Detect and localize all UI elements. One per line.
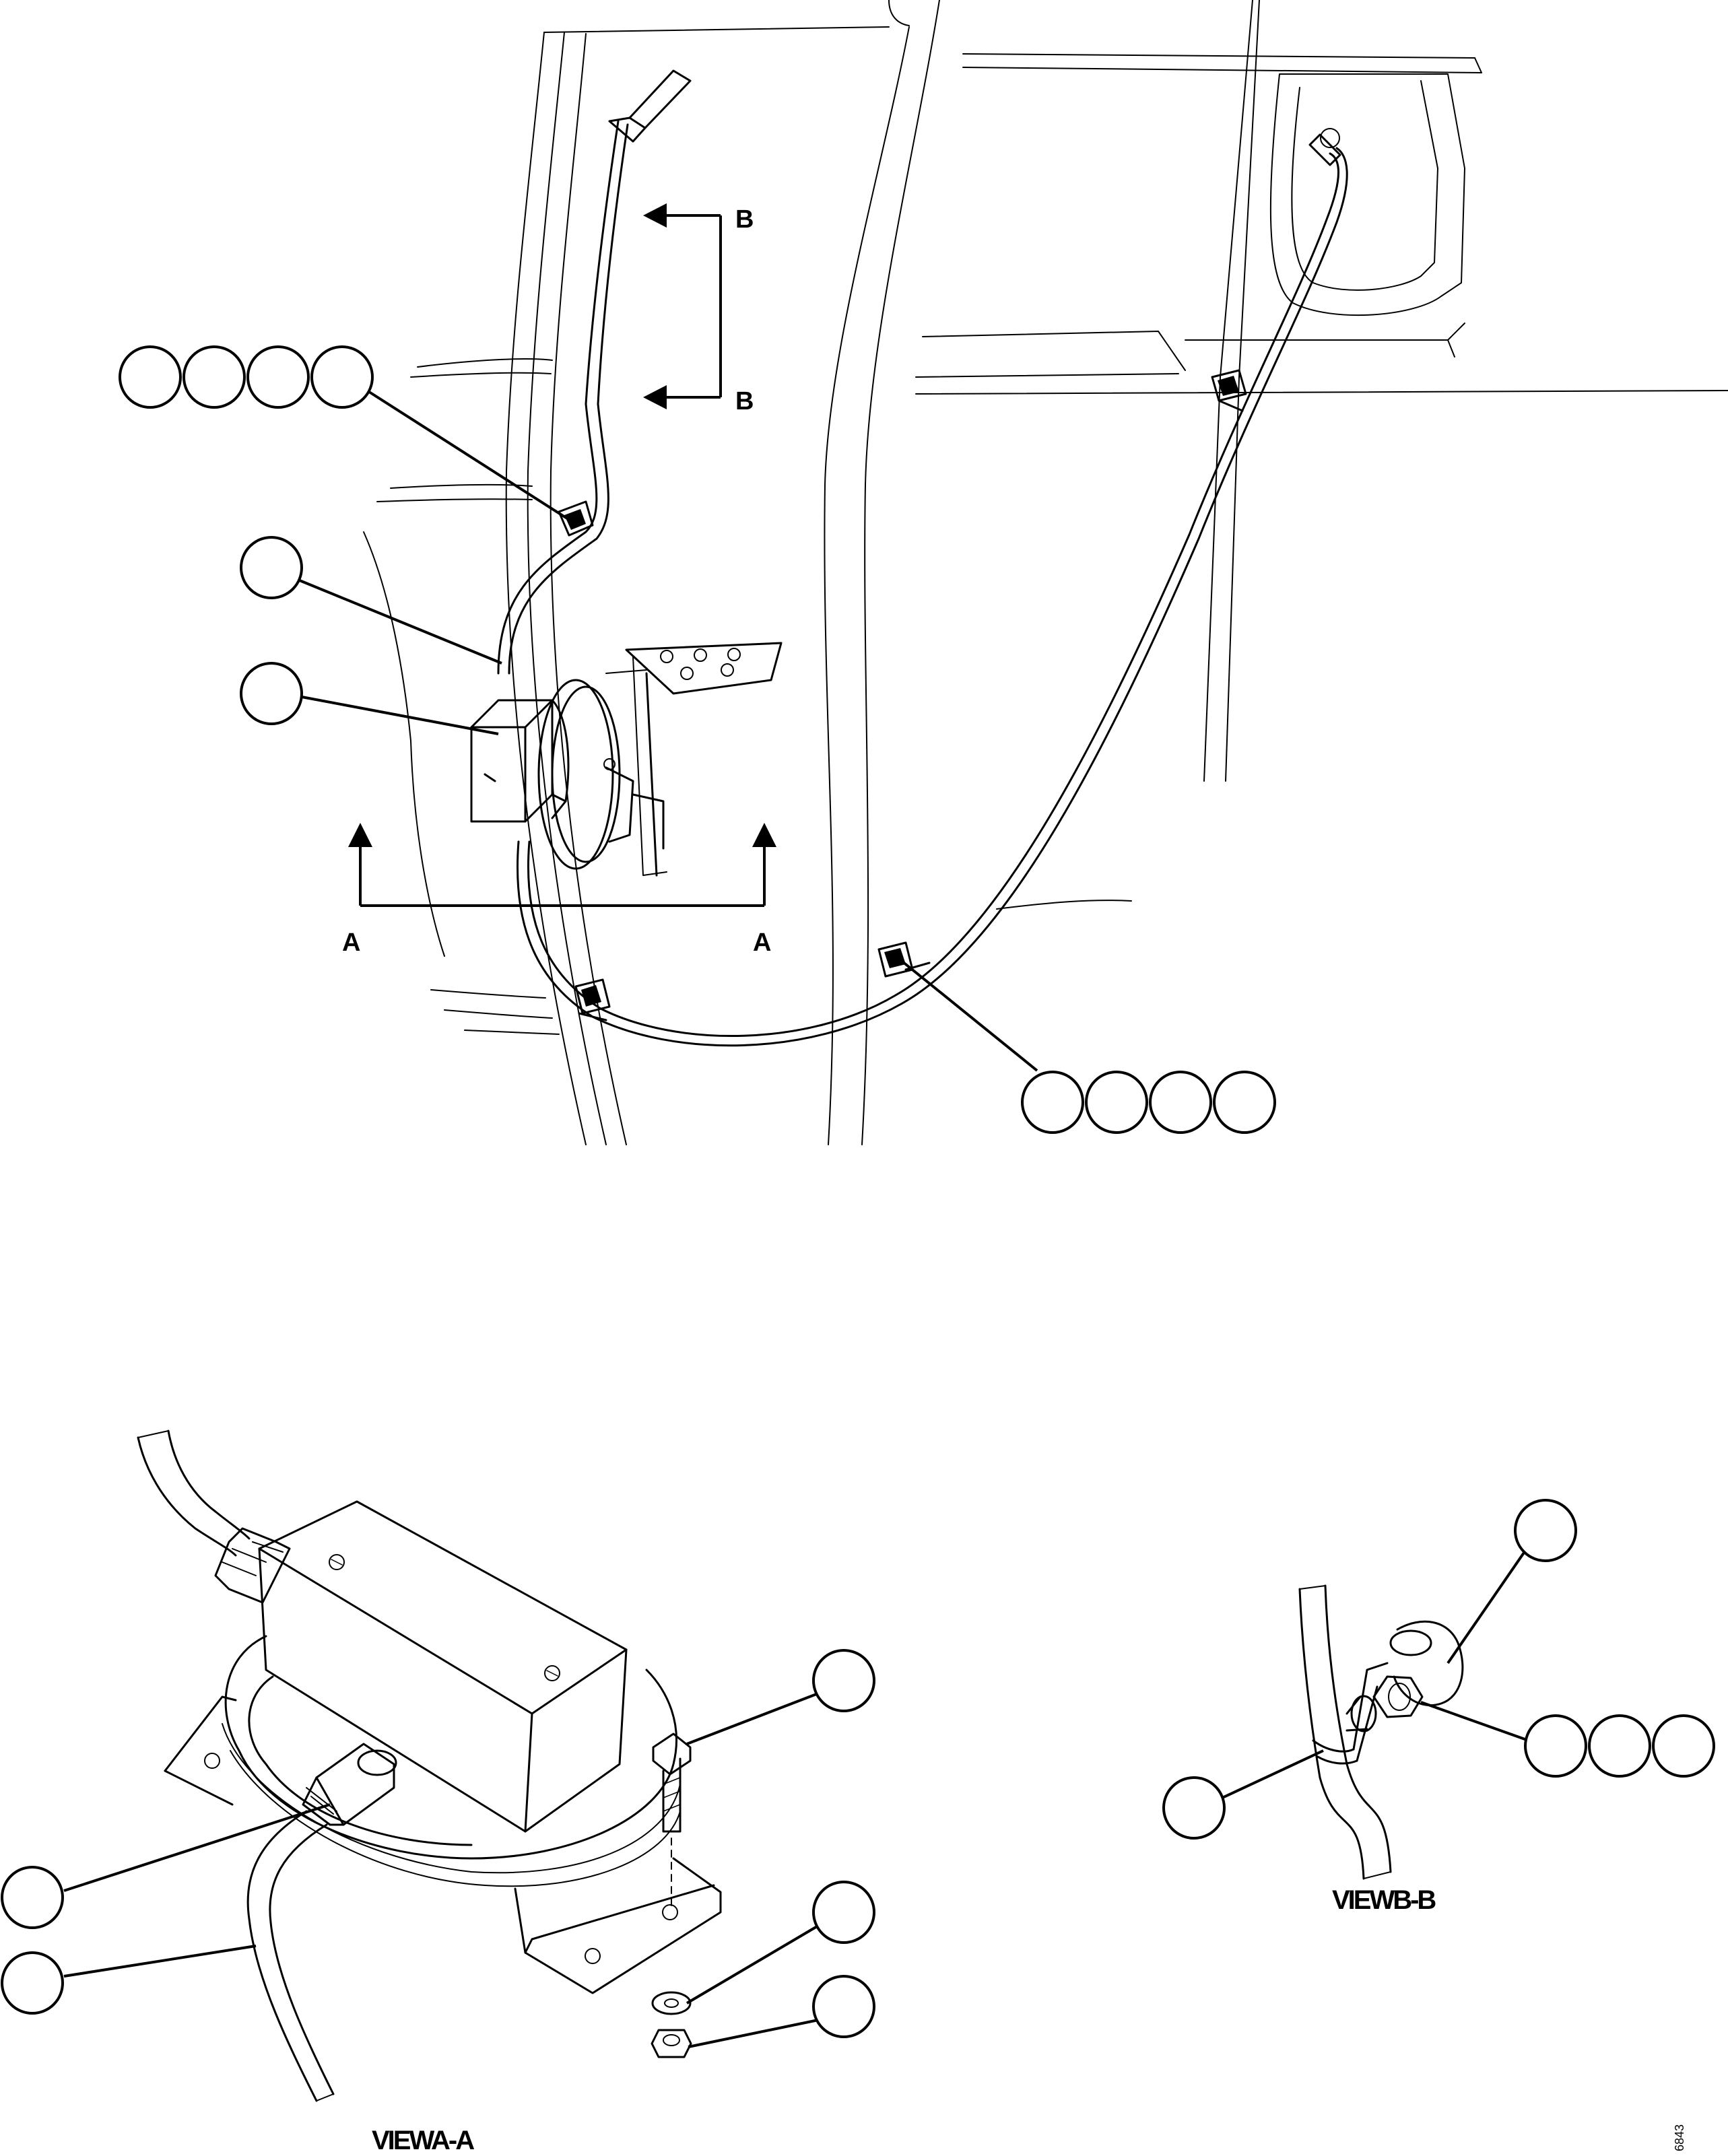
tube-clamp	[574, 978, 611, 1021]
view-a-a-detail: VIEWA-A	[1, 1429, 875, 2155]
callout-group-lower-clamp	[894, 955, 1276, 1134]
section-a-label-left: A	[342, 929, 360, 957]
callout-balloon	[119, 345, 182, 409]
view-b-b-detail: VIEWB-B	[1162, 1499, 1715, 1915]
callout-balloon	[1588, 1714, 1651, 1778]
section-b-label-bottom: B	[735, 387, 754, 415]
drawing-reference-number: 6843	[1673, 2124, 1686, 2151]
callout-switch	[240, 662, 499, 735]
pressure-tubing	[497, 69, 1348, 1047]
callout-balloon	[240, 536, 303, 599]
callout-balloon	[1162, 1776, 1226, 1840]
callout-balloon	[1149, 1071, 1212, 1134]
callout-balloon	[1, 1866, 64, 1929]
callout-balloon	[310, 345, 374, 409]
section-b-label-top: B	[735, 205, 754, 234]
callout-balloon	[812, 1881, 875, 1944]
section-a-a-marker: A A	[342, 823, 776, 957]
callout-balloon	[1021, 1071, 1084, 1134]
view-b-b-title: VIEWB-B	[1332, 1885, 1436, 1915]
callout-balloon	[1652, 1714, 1715, 1778]
section-a-label-right: A	[753, 929, 771, 957]
callout-balloon	[246, 345, 310, 409]
callout-balloon	[1213, 1071, 1276, 1134]
callout-balloon	[1, 1951, 64, 2015]
callout-group-upper-clamp	[119, 345, 574, 523]
callout-balloon	[812, 1975, 875, 2038]
pressure-switch	[470, 642, 783, 877]
tube-clamp	[877, 941, 931, 978]
callout-balloon	[812, 1649, 875, 1712]
callout-balloon	[182, 345, 246, 409]
callout-tube	[240, 536, 502, 665]
callout-balloon	[240, 662, 303, 725]
machine-frame	[363, 0, 1728, 1145]
section-b-b-marker: B B	[643, 203, 754, 415]
callout-balloon	[1514, 1499, 1577, 1562]
tube-clamp	[558, 500, 594, 537]
tube-clamp	[1211, 369, 1247, 412]
view-a-a-title: VIEWA-A	[372, 2126, 474, 2155]
callout-balloon	[1085, 1071, 1148, 1134]
callout-balloon	[1524, 1714, 1587, 1778]
